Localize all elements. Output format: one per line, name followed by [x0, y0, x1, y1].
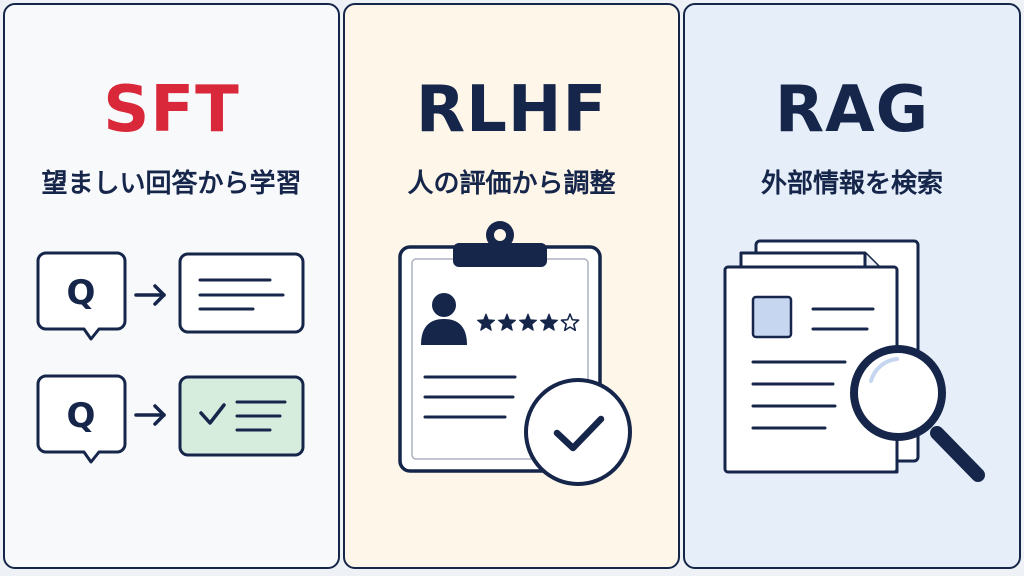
question-bubble-icon: Q: [36, 251, 127, 341]
star-filled-icon: [518, 313, 538, 331]
star-empty-icon: [560, 313, 580, 332]
panel-title: SFT: [103, 73, 240, 147]
check-circle-icon: [524, 378, 632, 486]
star-filled-icon: [497, 313, 517, 331]
star-filled-icon: [476, 313, 496, 331]
sft-illustration: Q Q: [36, 251, 305, 464]
check-icon: [199, 403, 226, 425]
rag-illustration: [723, 239, 985, 482]
question-letter: Q: [67, 396, 96, 436]
panel-title: RAG: [774, 73, 930, 147]
panel-rag: RAG 外部情報を検索: [683, 3, 1021, 569]
answer-card: [178, 252, 305, 334]
panel-rlhf: RLHF 人の評価から調整: [343, 3, 680, 569]
panel-subtitle: 人の評価から調整: [407, 169, 616, 199]
panel-title: RLHF: [415, 73, 608, 147]
question-letter: Q: [67, 273, 96, 313]
right-arrow-icon: [134, 284, 166, 306]
star-filled-icon: [539, 313, 559, 331]
star-rating: [476, 313, 580, 332]
panel-subtitle: 望ましい回答から学習: [41, 169, 302, 199]
panel-sft: SFT 望ましい回答から学習 Q Q: [3, 3, 340, 569]
right-arrow-icon: [134, 404, 166, 426]
rlhf-illustration: [398, 221, 632, 486]
approved-answer-card: [178, 375, 305, 457]
panel-subtitle: 外部情報を検索: [760, 169, 943, 199]
user-avatar-icon: [421, 293, 467, 345]
magnifier-icon: [850, 345, 985, 482]
question-bubble-icon: Q: [36, 374, 127, 464]
